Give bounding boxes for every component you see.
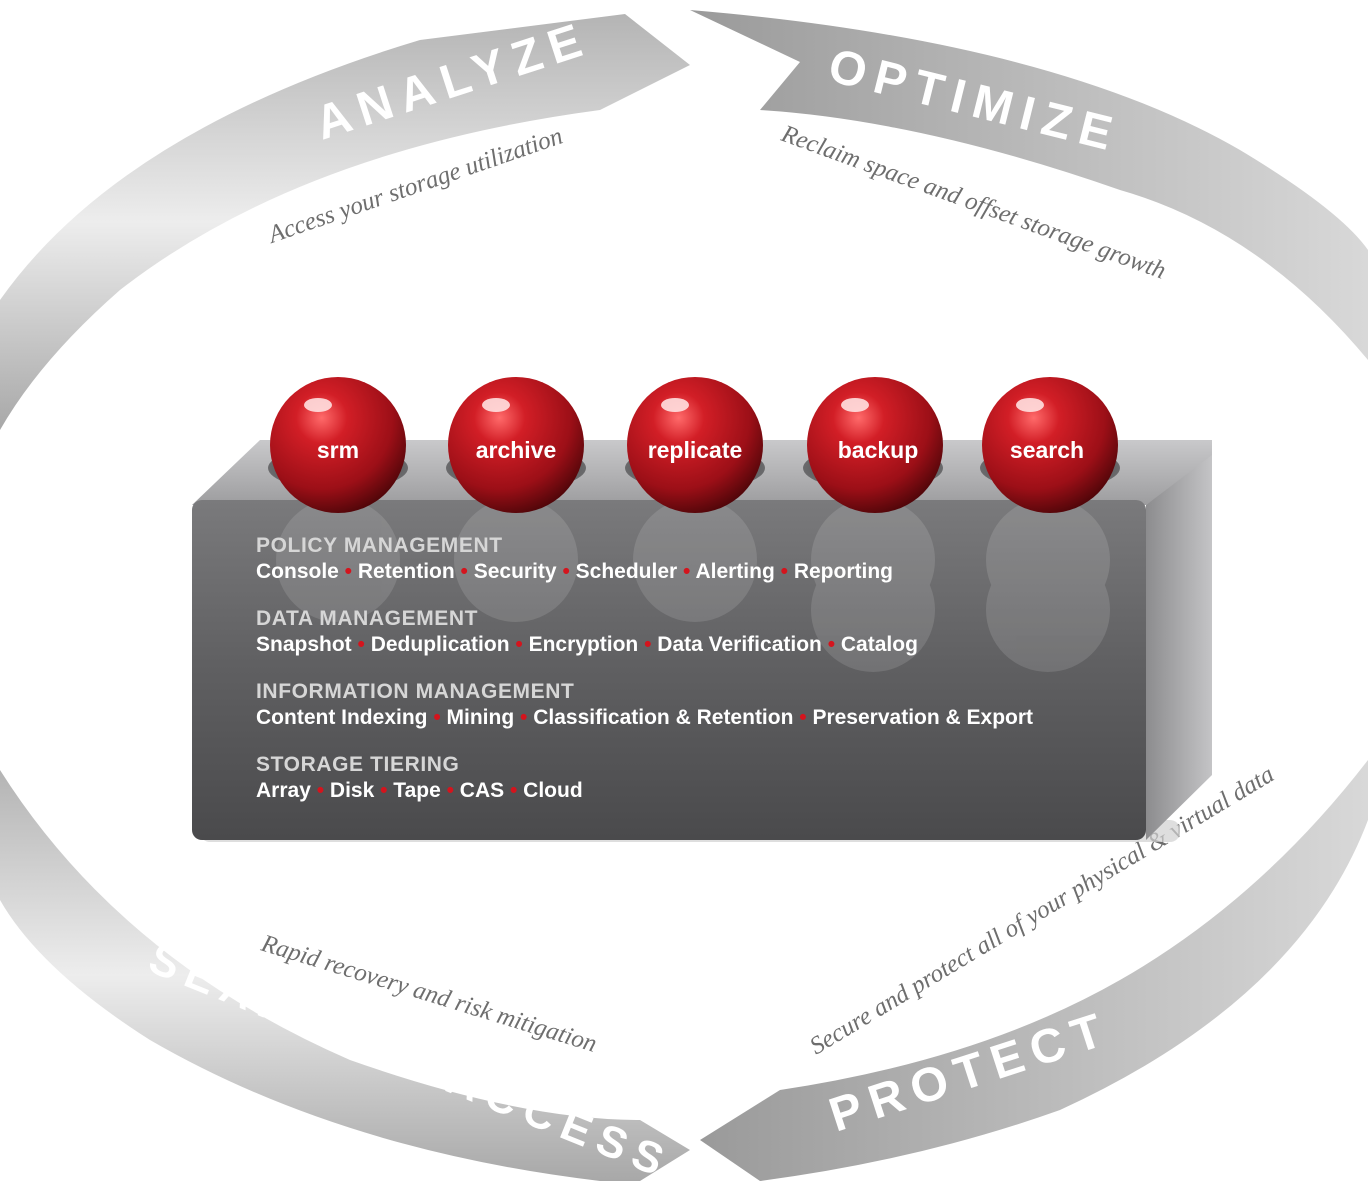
bullet-separator: • <box>311 779 330 802</box>
module-label-srm: srm <box>317 437 359 463</box>
module-ball-replicate: replicate <box>627 377 763 513</box>
section-items: Content Indexing • Mining • Classificati… <box>256 706 1033 729</box>
bullet-separator: • <box>339 560 358 583</box>
module-ball-search: search <box>982 377 1118 513</box>
section-item: Deduplication <box>371 633 510 656</box>
bullet-separator: • <box>441 779 460 802</box>
module-label-replicate: replicate <box>648 437 743 463</box>
bullet-separator: • <box>514 706 533 729</box>
bullet-separator: • <box>638 633 657 656</box>
module-ball-archive: archive <box>448 377 584 513</box>
section-item: Preservation & Export <box>812 706 1033 729</box>
section-item: Console <box>256 560 339 583</box>
bullet-separator: • <box>510 633 529 656</box>
bullet-separator: • <box>428 706 447 729</box>
section-item: CAS <box>460 779 504 802</box>
section-item: Reporting <box>794 560 893 583</box>
section-items: Snapshot • Deduplication • Encryption • … <box>256 633 918 656</box>
section-item: Alerting <box>695 560 774 583</box>
section-item: Catalog <box>841 633 918 656</box>
section-item: Encryption <box>529 633 639 656</box>
module-block <box>192 440 1212 842</box>
section-items: Array • Disk • Tape • CAS • Cloud <box>256 779 583 802</box>
section-item: Data Verification <box>657 633 822 656</box>
module-ball-srm: srm <box>270 377 406 513</box>
section-item: Content Indexing <box>256 706 428 729</box>
ring-segment-search <box>0 770 690 1181</box>
section-item: Mining <box>447 706 515 729</box>
bullet-separator: • <box>352 633 371 656</box>
section-item: Scheduler <box>576 560 678 583</box>
section-heading: DATA MANAGEMENT <box>256 607 478 630</box>
module-label-search: search <box>1010 437 1084 463</box>
ring-segment-optimize <box>690 10 1368 360</box>
section-item: Tape <box>393 779 440 802</box>
section-heading: POLICY MANAGEMENT <box>256 534 503 557</box>
module-label-backup: backup <box>838 437 919 463</box>
bullet-separator: • <box>557 560 576 583</box>
ring-segment-protect <box>700 760 1368 1181</box>
bullet-separator: • <box>374 779 393 802</box>
section-item: Array <box>256 779 311 802</box>
section-heading: INFORMATION MANAGEMENT <box>256 680 574 703</box>
section-item: Snapshot <box>256 633 352 656</box>
ring-segment-analyze <box>0 14 690 430</box>
section-item: Retention <box>358 560 455 583</box>
section-item: Cloud <box>523 779 582 802</box>
section-item: Classification & Retention <box>533 706 793 729</box>
module-ball-backup: backup <box>807 377 943 513</box>
module-label-archive: archive <box>476 437 557 463</box>
section-heading: STORAGE TIERING <box>256 753 459 776</box>
section-item: Security <box>474 560 557 583</box>
bullet-separator: • <box>677 560 695 583</box>
section-item: Disk <box>330 779 375 802</box>
bullet-separator: • <box>504 779 523 802</box>
capability-sections: POLICY MANAGEMENT Console • Retention • S… <box>256 534 1033 802</box>
bullet-separator: • <box>822 633 841 656</box>
bullet-separator: • <box>775 560 794 583</box>
section-items: Console • Retention • Security • Schedul… <box>256 560 893 583</box>
bullet-separator: • <box>455 560 474 583</box>
bullet-separator: • <box>793 706 812 729</box>
